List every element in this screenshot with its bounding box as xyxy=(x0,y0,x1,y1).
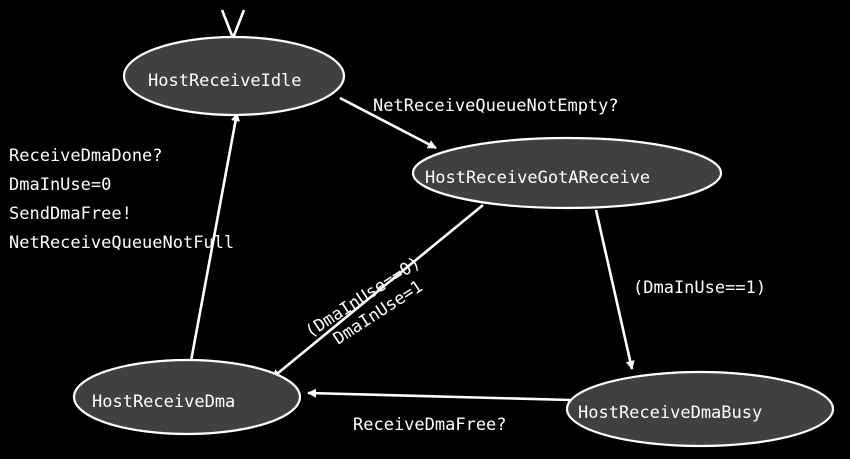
state-label-dma-busy: HostReceiveDmaBusy xyxy=(578,403,762,423)
label-dma-to-idle-line-1: ReceiveDmaDone? xyxy=(9,146,163,166)
edge-idle-to-got xyxy=(339,96,437,150)
label-idle-to-got: NetReceiveQueueNotEmpty? xyxy=(373,96,619,116)
edge-got-to-dma xyxy=(271,203,484,380)
state-host-receive-idle: HostReceiveIdle xyxy=(122,35,346,117)
initial-marker xyxy=(220,9,246,39)
edge-dma-to-idle xyxy=(189,112,240,362)
label-got-to-busy: (DmaInUse==1) xyxy=(633,278,766,298)
state-label-got-a-receive: HostReceiveGotAReceive xyxy=(425,168,650,188)
state-host-receive-dma: HostReceiveDma xyxy=(72,358,302,436)
state-label-idle: HostReceiveIdle xyxy=(148,71,302,91)
edge-busy-to-dma xyxy=(307,388,571,402)
state-host-receive-dma-busy: HostReceiveDmaBusy xyxy=(565,370,835,448)
label-busy-to-dma: ReceiveDmaFree? xyxy=(353,415,507,435)
state-host-receive-got-a-receive: HostReceiveGotAReceive xyxy=(411,136,723,210)
state-label-dma: HostReceiveDma xyxy=(92,392,235,412)
edge-got-to-busy xyxy=(594,209,635,370)
label-dma-to-idle-line-4: NetReceiveQueueNotFull xyxy=(9,233,234,253)
label-dma-to-idle-line-2: DmaInUse=0 xyxy=(9,175,111,195)
label-dma-to-idle-line-3: SendDmaFree! xyxy=(9,204,132,224)
